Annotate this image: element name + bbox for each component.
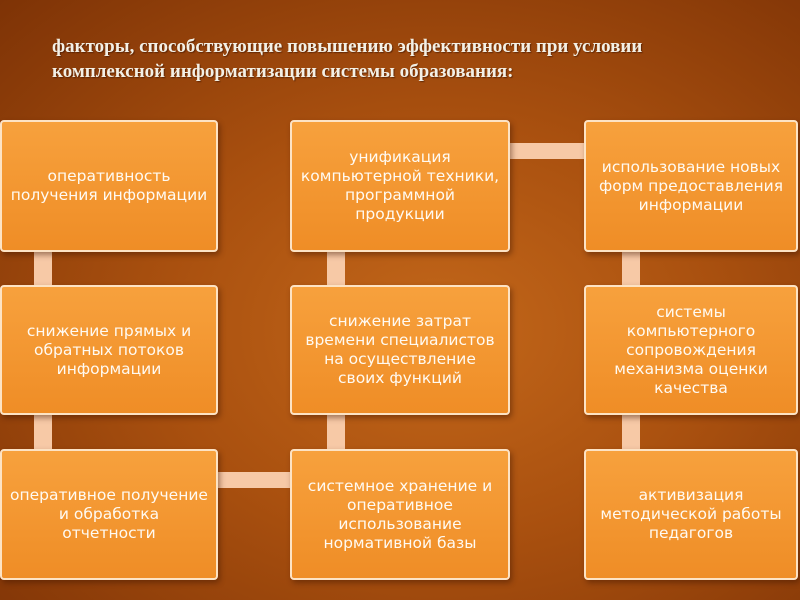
- factor-box-r1c3: использование новых форм предоставления …: [584, 120, 798, 252]
- factor-text: унификация компьютерной техники, програм…: [300, 148, 500, 223]
- factor-box-r1c1: оперативность получения информации: [0, 120, 218, 252]
- factor-text: системное хранение и оперативное использ…: [307, 476, 493, 552]
- factor-box-r3c2: системное хранение и оперативное использ…: [290, 449, 510, 580]
- factor-text: снижение затрат времени специалистов на …: [305, 312, 495, 387]
- factor-text: системы компьютерного сопровождения меха…: [614, 302, 768, 397]
- connector-col1-top: [34, 248, 52, 288]
- connector-row1-c2-c3: [508, 143, 588, 159]
- connector-col1-bottom: [34, 412, 52, 452]
- connector-col3-bottom: [622, 412, 640, 452]
- factor-text: оперативное получение и обработка отчетн…: [10, 486, 208, 542]
- connector-col2-top: [327, 248, 345, 288]
- slide-title: факторы, способствующие повышению эффект…: [52, 34, 772, 84]
- factor-box-r3c3: активизация методической работы педагого…: [584, 449, 798, 580]
- factor-text: активизация методической работы педагого…: [600, 486, 782, 542]
- factor-box-r2c3: системы компьютерного сопровождения меха…: [584, 285, 798, 415]
- factor-text: оперативность получения информации: [10, 167, 208, 204]
- factor-box-r2c2: снижение затрат времени специалистов на …: [290, 285, 510, 415]
- title-line-1: факторы, способствующие повышению эффект…: [52, 36, 643, 57]
- factor-text: использование новых форм предоставления …: [598, 157, 784, 214]
- connector-col3-top: [622, 248, 640, 288]
- connector-col2-bottom: [327, 412, 345, 452]
- factor-box-r3c1: оперативное получение и обработка отчетн…: [0, 449, 218, 580]
- factor-text: снижение прямых и обратных потоков инфор…: [26, 321, 192, 378]
- factor-box-r2c1: снижение прямых и обратных потоков инфор…: [0, 285, 218, 415]
- connector-row3-c1-c2: [215, 472, 295, 488]
- factor-box-r1c2: унификация компьютерной техники, програм…: [290, 120, 510, 252]
- title-line-2: комплексной информатизации системы образ…: [52, 61, 514, 82]
